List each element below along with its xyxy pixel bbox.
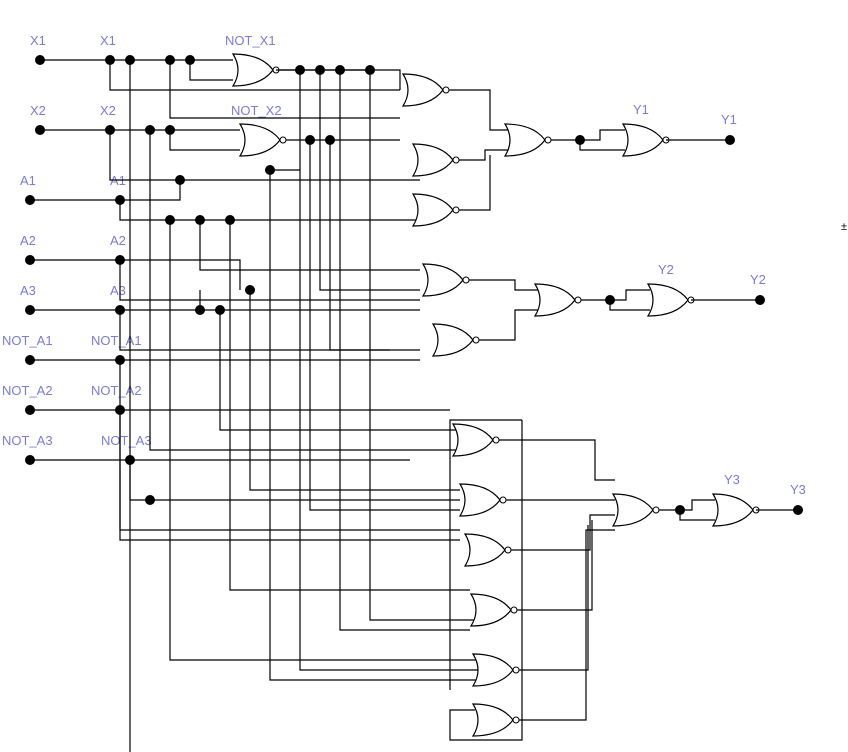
output-pin-y2[interactable]: [755, 295, 765, 305]
net-label-a3: A3: [110, 283, 126, 298]
nor-gate-y3-b[interactable]: [459, 483, 507, 517]
net-label-a2: A2: [110, 233, 126, 248]
edge-mark: ±: [841, 221, 847, 233]
input-label-a1: A1: [20, 173, 36, 188]
input-label-not-a2: NOT_A2: [2, 383, 53, 398]
output-pin-y1[interactable]: [725, 135, 735, 145]
input-label-not-a3: NOT_A3: [2, 433, 53, 448]
nor-gate-y2-b[interactable]: [432, 323, 480, 357]
nor-gate-y3-combine[interactable]: [612, 493, 660, 527]
nor-gate-y1-b[interactable]: [412, 143, 460, 177]
nor-gate-y3-c[interactable]: [464, 533, 512, 567]
net-label-not-a1: NOT_A1: [91, 333, 142, 348]
input-label-not-a1: NOT_A1: [2, 333, 53, 348]
output-label-y2: Y2: [750, 272, 766, 287]
nor-gate-not-x2[interactable]: [239, 123, 287, 157]
nor-gate-y2-a[interactable]: [422, 263, 470, 297]
nor-gate-y3-f[interactable]: [472, 703, 520, 737]
net-label-x1: X1: [100, 33, 116, 48]
input-pin-a3[interactable]: [25, 305, 35, 315]
nor-gate-y1-out[interactable]: [622, 123, 670, 157]
gate-wiring: [446, 89, 680, 741]
output-label-y3: Y3: [790, 482, 806, 497]
nor-gate-y1-a[interactable]: [402, 73, 450, 107]
nor-gate-y3-out[interactable]: [712, 493, 760, 527]
net-label-not-a2: NOT_A2: [91, 383, 142, 398]
nor-gate-y1-c[interactable]: [412, 193, 460, 227]
net-label-x2: X2: [100, 103, 116, 118]
junctions: [25, 55, 803, 515]
nor-gate-y1-combine[interactable]: [504, 123, 552, 157]
nor-gate-y3-d[interactable]: [470, 593, 518, 627]
input-pin-not-a3[interactable]: [25, 455, 35, 465]
input-label-x1: X1: [30, 33, 46, 48]
input-pin-a1[interactable]: [25, 195, 35, 205]
input-pin-x2[interactable]: [35, 125, 45, 135]
input-pin-a2[interactable]: [25, 255, 35, 265]
nor-gate-y2-combine[interactable]: [534, 283, 582, 317]
output-label-y1: Y1: [721, 112, 737, 127]
gate-label-y3: Y3: [724, 472, 740, 487]
input-wires: [30, 59, 480, 752]
input-label-a2: A2: [20, 233, 36, 248]
nor-gate-y3-e[interactable]: [472, 653, 520, 687]
input-pin-not-a1[interactable]: [25, 355, 35, 365]
input-pin-not-a2[interactable]: [25, 405, 35, 415]
nor-gate-y2-out[interactable]: [647, 283, 695, 317]
gate-label-y2: Y2: [658, 262, 674, 277]
inverter-label-not-x1: NOT_X1: [225, 33, 276, 48]
input-label-x2: X2: [30, 103, 46, 118]
input-label-a3: A3: [20, 283, 36, 298]
input-pin-x1[interactable]: [35, 55, 45, 65]
nor-gate-not-x1[interactable]: [232, 53, 280, 87]
nor-gate-y3-a[interactable]: [452, 423, 500, 457]
gate-label-y1: Y1: [633, 102, 649, 117]
inverter-label-not-x2: NOT_X2: [231, 103, 282, 118]
net-label-not-a3: NOT_A3: [101, 433, 152, 448]
output-pin-y3[interactable]: [793, 505, 803, 515]
